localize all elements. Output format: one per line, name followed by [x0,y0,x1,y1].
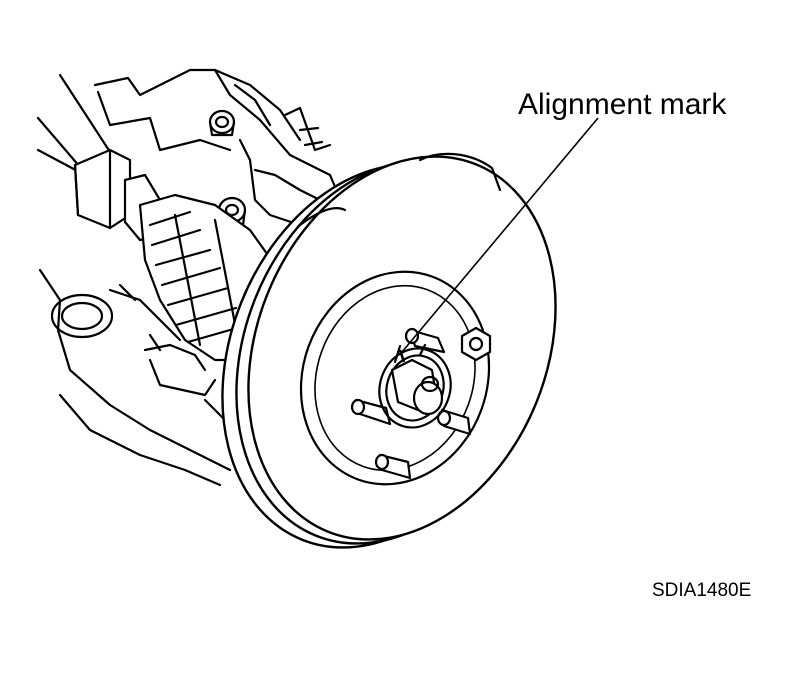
figure-code: SDIA1480E [652,580,751,601]
brake-rotor [221,152,557,549]
steering-knuckle [36,68,347,487]
alignment-mark [398,349,406,363]
wheel-stud [350,398,392,426]
wheel-hub [299,270,491,486]
wheel-studs [350,327,472,480]
callout-leader [401,117,599,353]
alignment-mark-label: Alignment mark [518,88,727,121]
axle-center [378,343,452,429]
wheel-stud [404,327,446,354]
wheel-stud [436,408,472,436]
wheel-stud [374,453,412,480]
knuckle-bolts [208,109,247,227]
hub-nut [460,326,492,362]
